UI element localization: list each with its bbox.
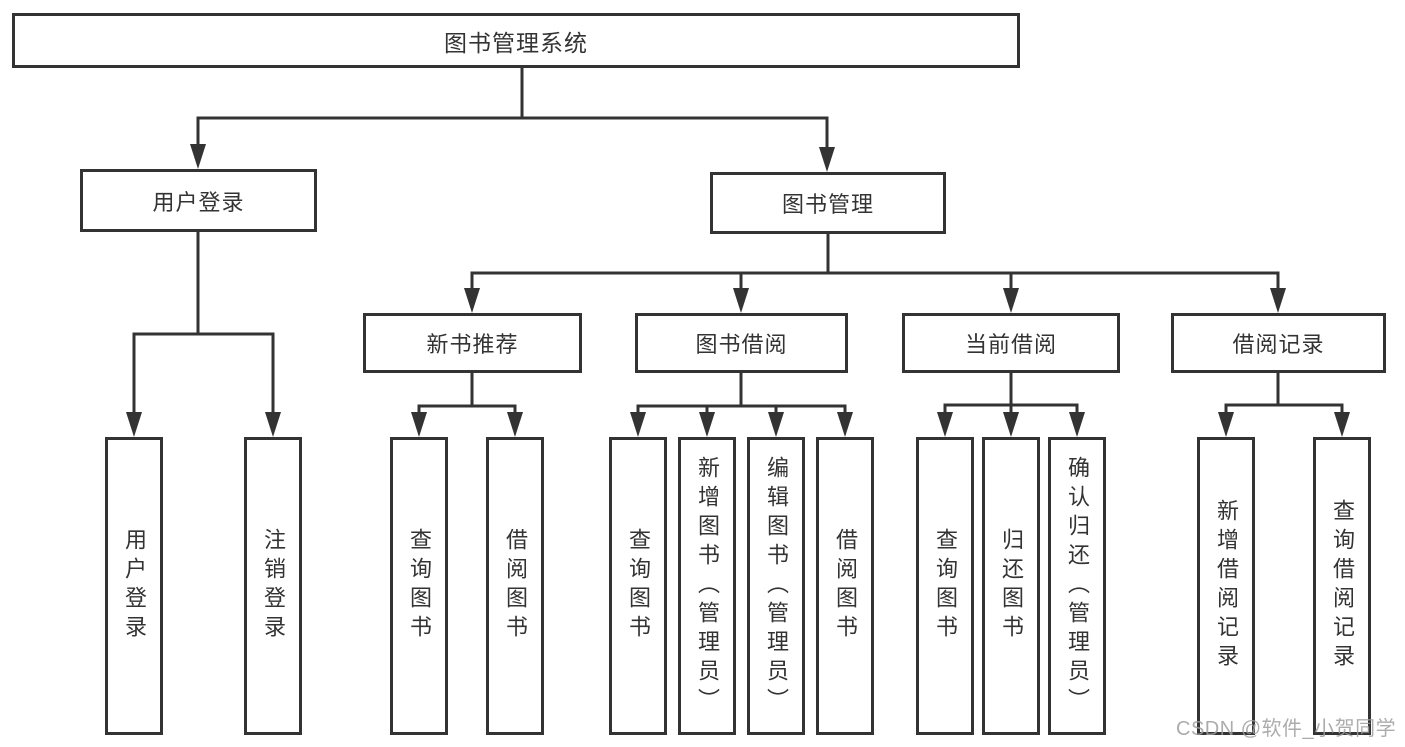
node-borrow-records-label: 借阅记录 (1232, 332, 1325, 357)
leaf-recommend-query-books-label: 查询图书 (407, 528, 432, 644)
node-book-borrow-label: 图书借阅 (695, 332, 788, 357)
leaf-current-query-books-label: 查询图书 (933, 528, 958, 644)
node-book-management: 图书管理 (710, 172, 946, 234)
leaf-return-books: 归还图书 (982, 437, 1040, 735)
node-new-book-recommend-label: 新书推荐 (426, 332, 519, 357)
node-book-management-label: 图书管理 (781, 192, 874, 217)
leaf-add-books-admin-label: 新增图书（管理员） (695, 455, 720, 717)
node-root-label: 图书管理系统 (444, 29, 588, 56)
leaf-query-borrow-record-label: 查询借阅记录 (1330, 499, 1355, 673)
leaf-logout-label: 注销登录 (261, 528, 286, 644)
leaf-edit-books-admin: 编辑图书（管理员） (747, 437, 805, 735)
leaf-current-query-books: 查询图书 (916, 437, 974, 735)
node-current-borrow-label: 当前借阅 (964, 332, 1057, 357)
leaf-recommend-borrow-books-label: 借阅图书 (503, 528, 528, 644)
leaf-confirm-return-admin: 确认归还（管理员） (1048, 437, 1106, 735)
leaf-query-borrow-record: 查询借阅记录 (1313, 437, 1371, 735)
leaf-borrow-books-label: 借阅图书 (833, 528, 858, 644)
node-book-borrow: 图书借阅 (635, 313, 848, 373)
leaf-edit-books-admin-label: 编辑图书（管理员） (764, 455, 789, 717)
node-user-login-label: 用户登录 (152, 189, 245, 215)
node-borrow-records: 借阅记录 (1171, 313, 1386, 373)
node-user-login: 用户登录 (80, 169, 317, 232)
leaf-add-books-admin: 新增图书（管理员） (678, 437, 736, 735)
node-root: 图书管理系统 (12, 13, 1020, 68)
leaf-borrow-query-books-label: 查询图书 (626, 528, 651, 644)
leaf-recommend-borrow-books: 借阅图书 (486, 437, 544, 735)
leaf-borrow-query-books: 查询图书 (609, 437, 667, 735)
leaf-logout: 注销登录 (244, 437, 302, 735)
leaf-user-login: 用户登录 (105, 437, 163, 735)
leaf-add-borrow-record: 新增借阅记录 (1197, 437, 1255, 735)
leaf-recommend-query-books: 查询图书 (390, 437, 448, 735)
node-new-book-recommend: 新书推荐 (363, 313, 582, 373)
node-current-borrow: 当前借阅 (902, 313, 1120, 373)
watermark: CSDN @软件_小贺同学 (1176, 718, 1397, 740)
leaf-user-login-label: 用户登录 (122, 528, 147, 644)
leaf-return-books-label: 归还图书 (999, 528, 1024, 644)
leaf-confirm-return-admin-label: 确认归还（管理员） (1065, 455, 1090, 717)
leaf-add-borrow-record-label: 新增借阅记录 (1214, 499, 1239, 673)
leaf-borrow-books: 借阅图书 (816, 437, 874, 735)
